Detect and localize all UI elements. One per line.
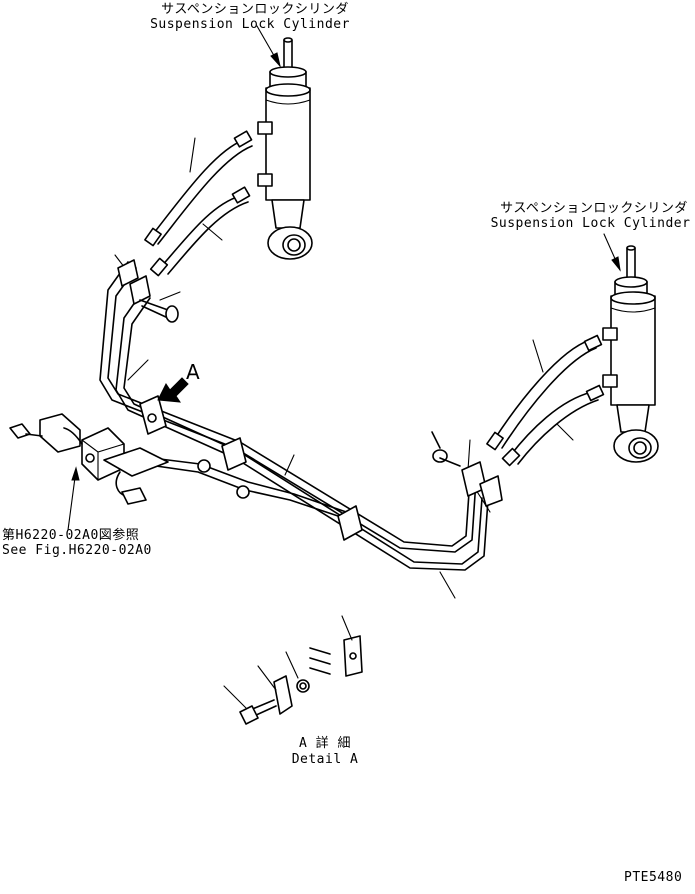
mounting-bolts [139, 299, 461, 499]
view-a-marker: A [186, 360, 200, 384]
view-a-arrow [157, 377, 189, 403]
right-cylinder-label-jp: サスペンションロックシリンダ [500, 201, 688, 216]
drawing-code: PTE5480 [624, 870, 683, 885]
pipe-clamps [117, 259, 503, 541]
top-cylinder-label-en: Suspension Lock Cylinder [150, 17, 350, 32]
top-cylinder-label-jp: サスペンションロックシリンダ [161, 2, 349, 17]
right-hoses [486, 334, 605, 467]
top-suspension-lock-cylinder [257, 37, 313, 260]
detail-a-parts [223, 615, 363, 725]
valve-block [9, 413, 169, 505]
reference-label-jp: 第H6220-02A0図参照 [2, 528, 140, 543]
detail-a-title-jp: A 詳 細 [299, 736, 351, 751]
reference-label-en: See Fig.H6220-02A0 [2, 543, 152, 558]
right-suspension-lock-cylinder [602, 245, 659, 463]
upper-hoses [144, 130, 253, 277]
detail-a-title-en: Detail A [291, 752, 359, 767]
right-cylinder-label-en: Suspension Lock Cylinder [490, 216, 691, 231]
